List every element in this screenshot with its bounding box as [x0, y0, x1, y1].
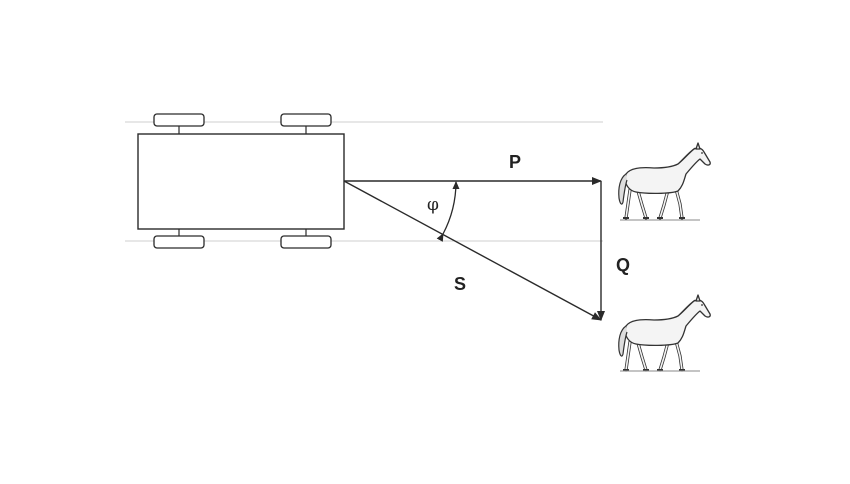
horse-icon: [617, 141, 712, 220]
horse-icon: [617, 293, 712, 372]
vector-s: [343, 180, 602, 321]
wheel-front-right: [153, 235, 205, 249]
angle-arc-phi: [436, 181, 460, 242]
label-s: S: [454, 274, 466, 294]
wagon: [137, 113, 345, 249]
label-q: Q: [616, 255, 630, 275]
wagon-body: [137, 133, 345, 230]
label-p: P: [509, 152, 521, 172]
label-phi: φ: [427, 195, 439, 215]
wheel-rear-left: [280, 113, 332, 127]
wheel-rear-right: [280, 235, 332, 249]
wheel-front-left: [153, 113, 205, 127]
